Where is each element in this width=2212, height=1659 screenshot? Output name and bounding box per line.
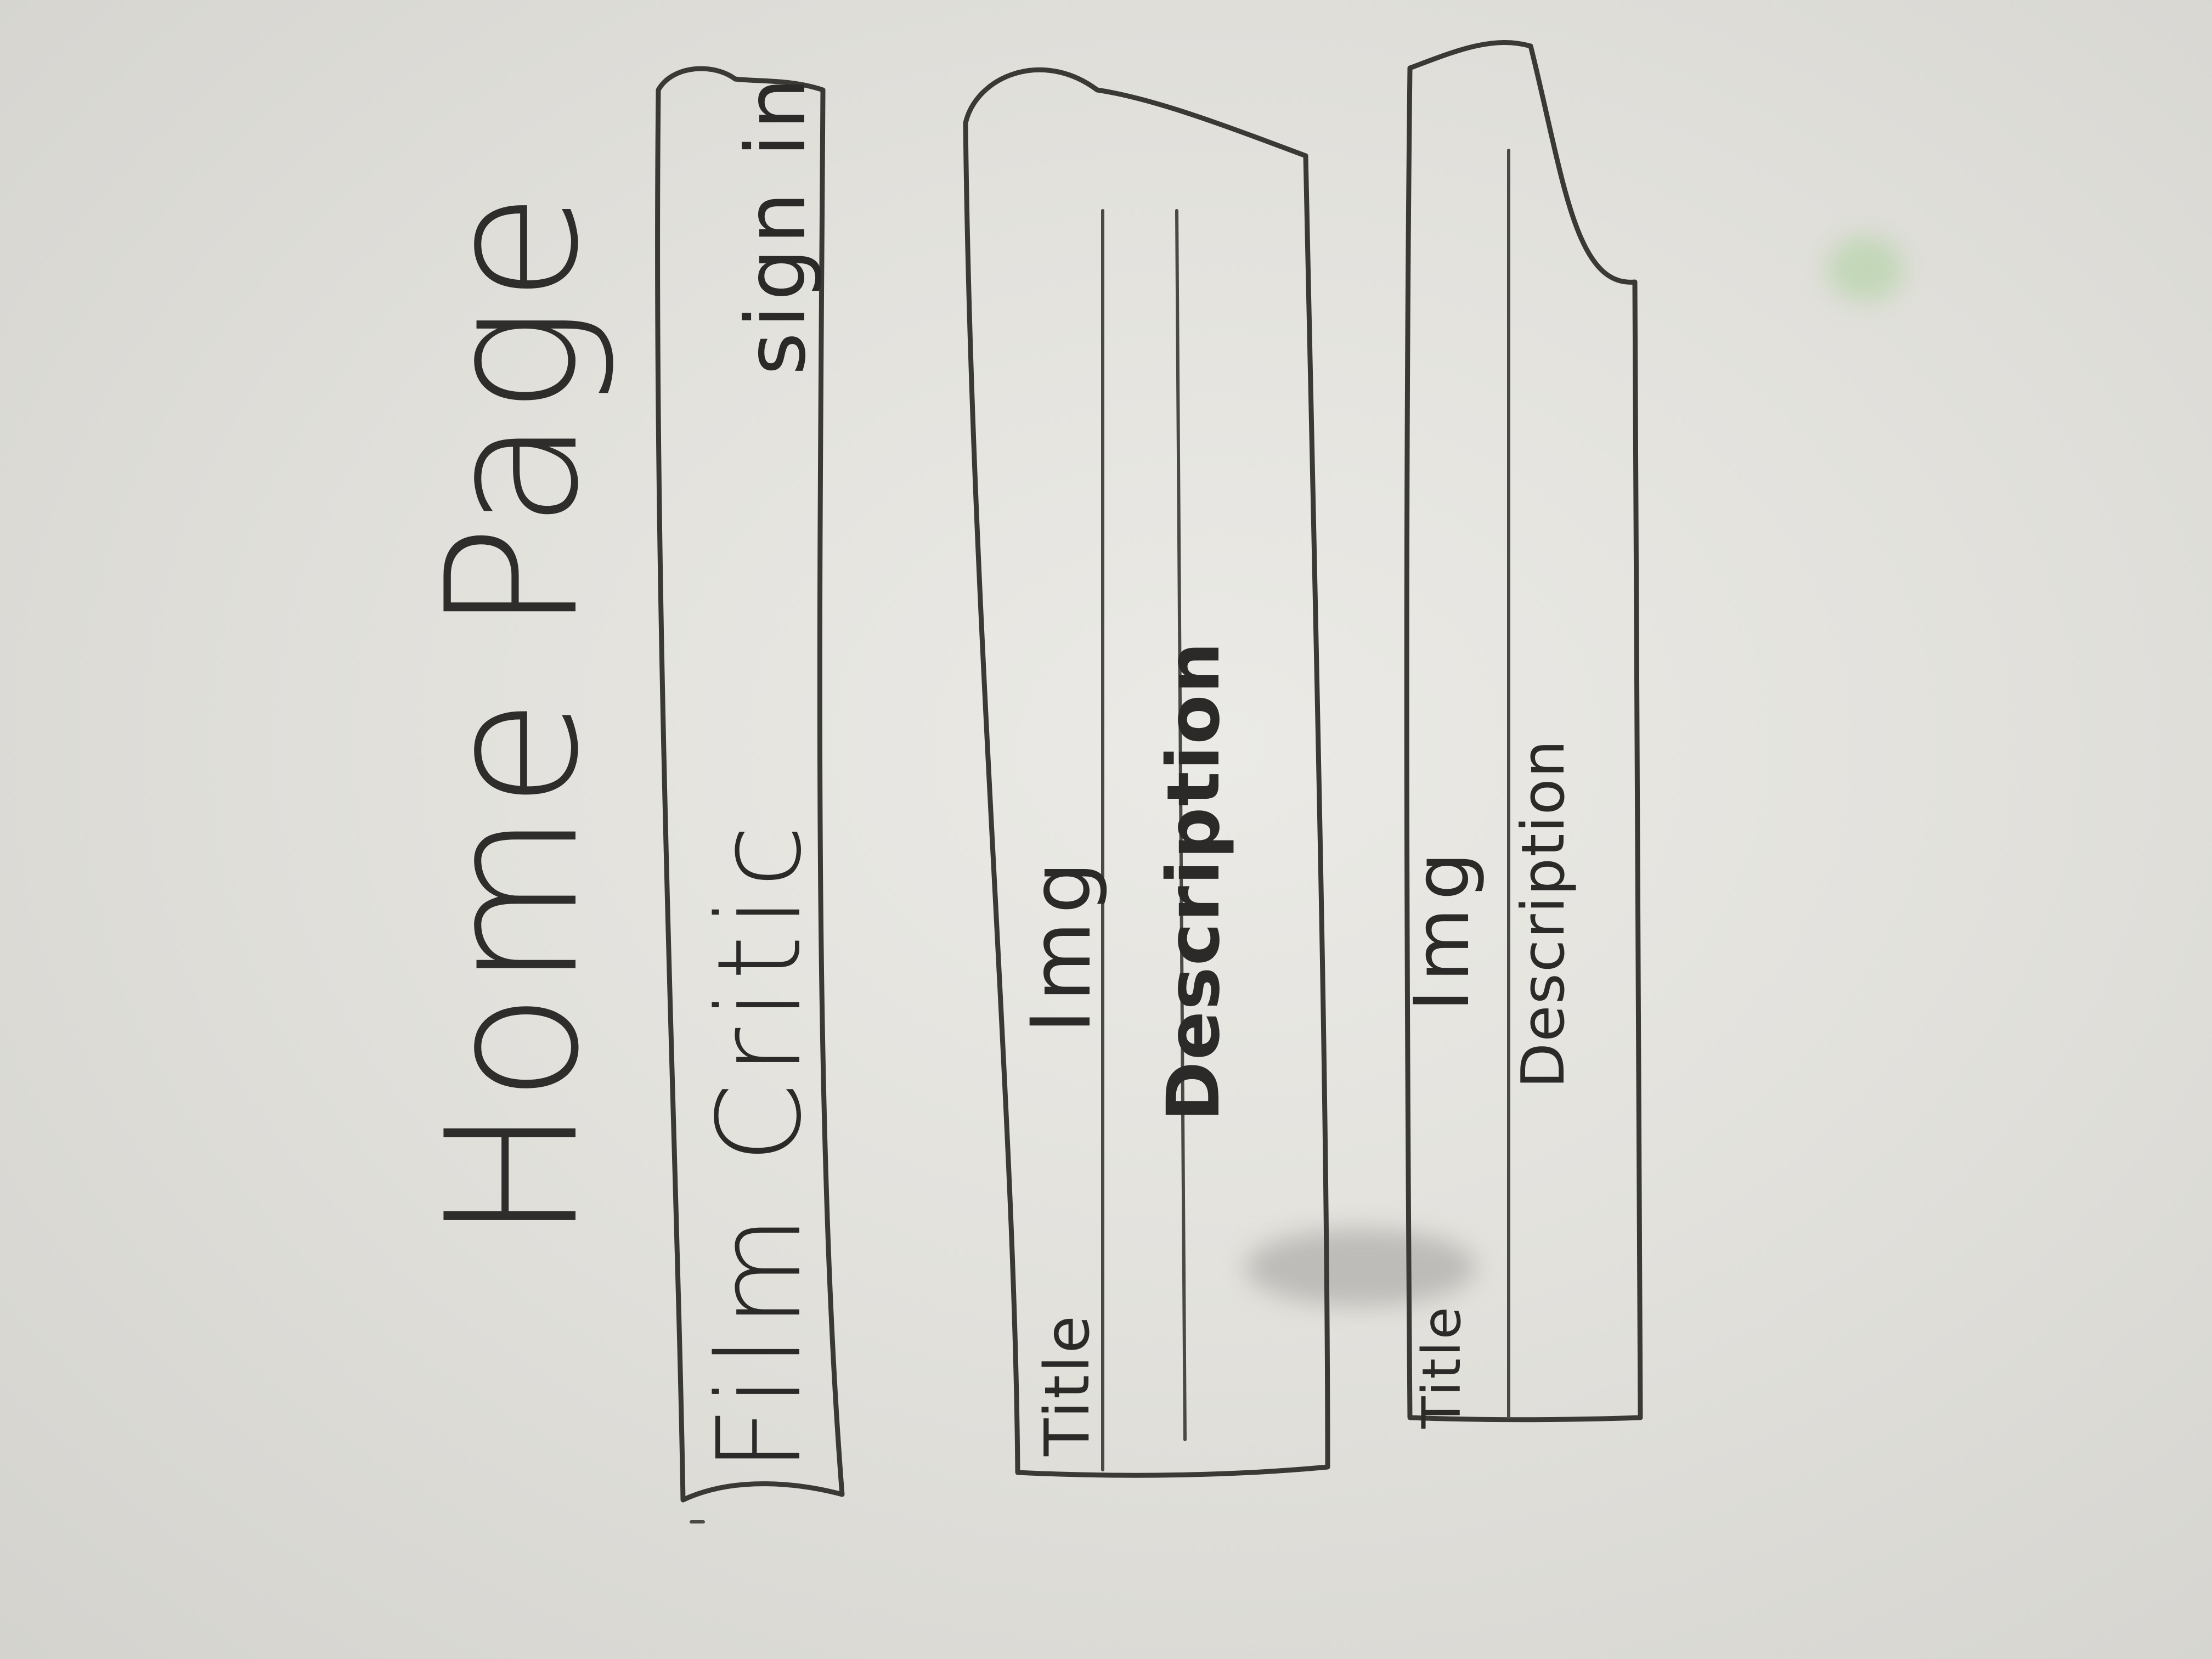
navbar-outline — [655, 66, 845, 1503]
page-title: Home Page — [408, 188, 618, 1242]
green-marker-spot — [1827, 236, 1904, 302]
card-1-divider-2 — [1175, 209, 1187, 1441]
card-1-outline — [963, 67, 1330, 1478]
card-description: Description — [1509, 738, 1578, 1088]
card-title: Title — [1032, 1313, 1103, 1456]
eraser-smudge — [1245, 1229, 1476, 1306]
card-image-placeholder: Img — [1014, 854, 1109, 1034]
card-image-placeholder: Img — [1398, 844, 1486, 1012]
brand-logo[interactable]: Film Critic — [692, 817, 827, 1472]
card-description: Description — [1152, 641, 1236, 1121]
sign-in-link[interactable]: sign in — [729, 73, 824, 375]
card-title: Title — [1411, 1305, 1472, 1429]
card-2-outline — [1404, 40, 1643, 1423]
